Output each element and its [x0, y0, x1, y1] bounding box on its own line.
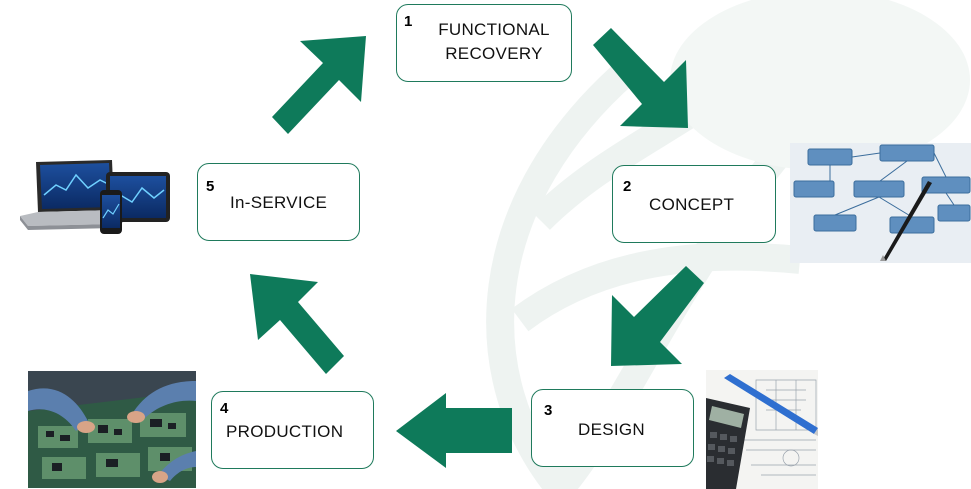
flowchart-photo — [790, 143, 971, 263]
step-functional-recovery: 1 FUNCTIONAL RECOVERY — [396, 4, 572, 82]
arrow-production-to-inservice — [250, 274, 344, 374]
step-number: 5 — [206, 178, 215, 195]
circuit-board-assembly-icon — [28, 371, 196, 488]
arrow-design-to-production — [396, 393, 512, 468]
drafting-photo — [706, 370, 818, 489]
step-production: 4 PRODUCTION — [211, 391, 374, 469]
calculator-blueprint-icon — [706, 370, 818, 489]
step-label: CONCEPT — [649, 195, 735, 214]
step-concept: 2 CONCEPT — [612, 165, 776, 243]
step-number: 1 — [404, 13, 413, 30]
step-in-service: 5 In-SERVICE — [197, 163, 360, 241]
step-label: FUNCTIONAL RECOVERY — [419, 18, 569, 66]
arrow-recovery-to-concept — [593, 28, 688, 128]
step-label: PRODUCTION — [226, 422, 344, 441]
step-number: 3 — [544, 402, 553, 419]
laptop-tablet-phone-icon — [20, 160, 170, 234]
step-number: 2 — [623, 178, 632, 195]
step-number: 4 — [220, 400, 229, 417]
step-label-line2: RECOVERY — [445, 44, 543, 63]
devices-photo — [14, 150, 182, 245]
assembly-photo — [28, 371, 196, 488]
arrow-concept-to-design — [611, 266, 704, 366]
step-label-line1: FUNCTIONAL — [438, 20, 550, 39]
arrow-inservice-to-recovery — [272, 36, 366, 134]
step-design: 3 DESIGN — [531, 389, 694, 467]
step-label: DESIGN — [578, 420, 645, 439]
step-label: In-SERVICE — [230, 193, 328, 212]
flowchart-icon — [790, 143, 971, 263]
